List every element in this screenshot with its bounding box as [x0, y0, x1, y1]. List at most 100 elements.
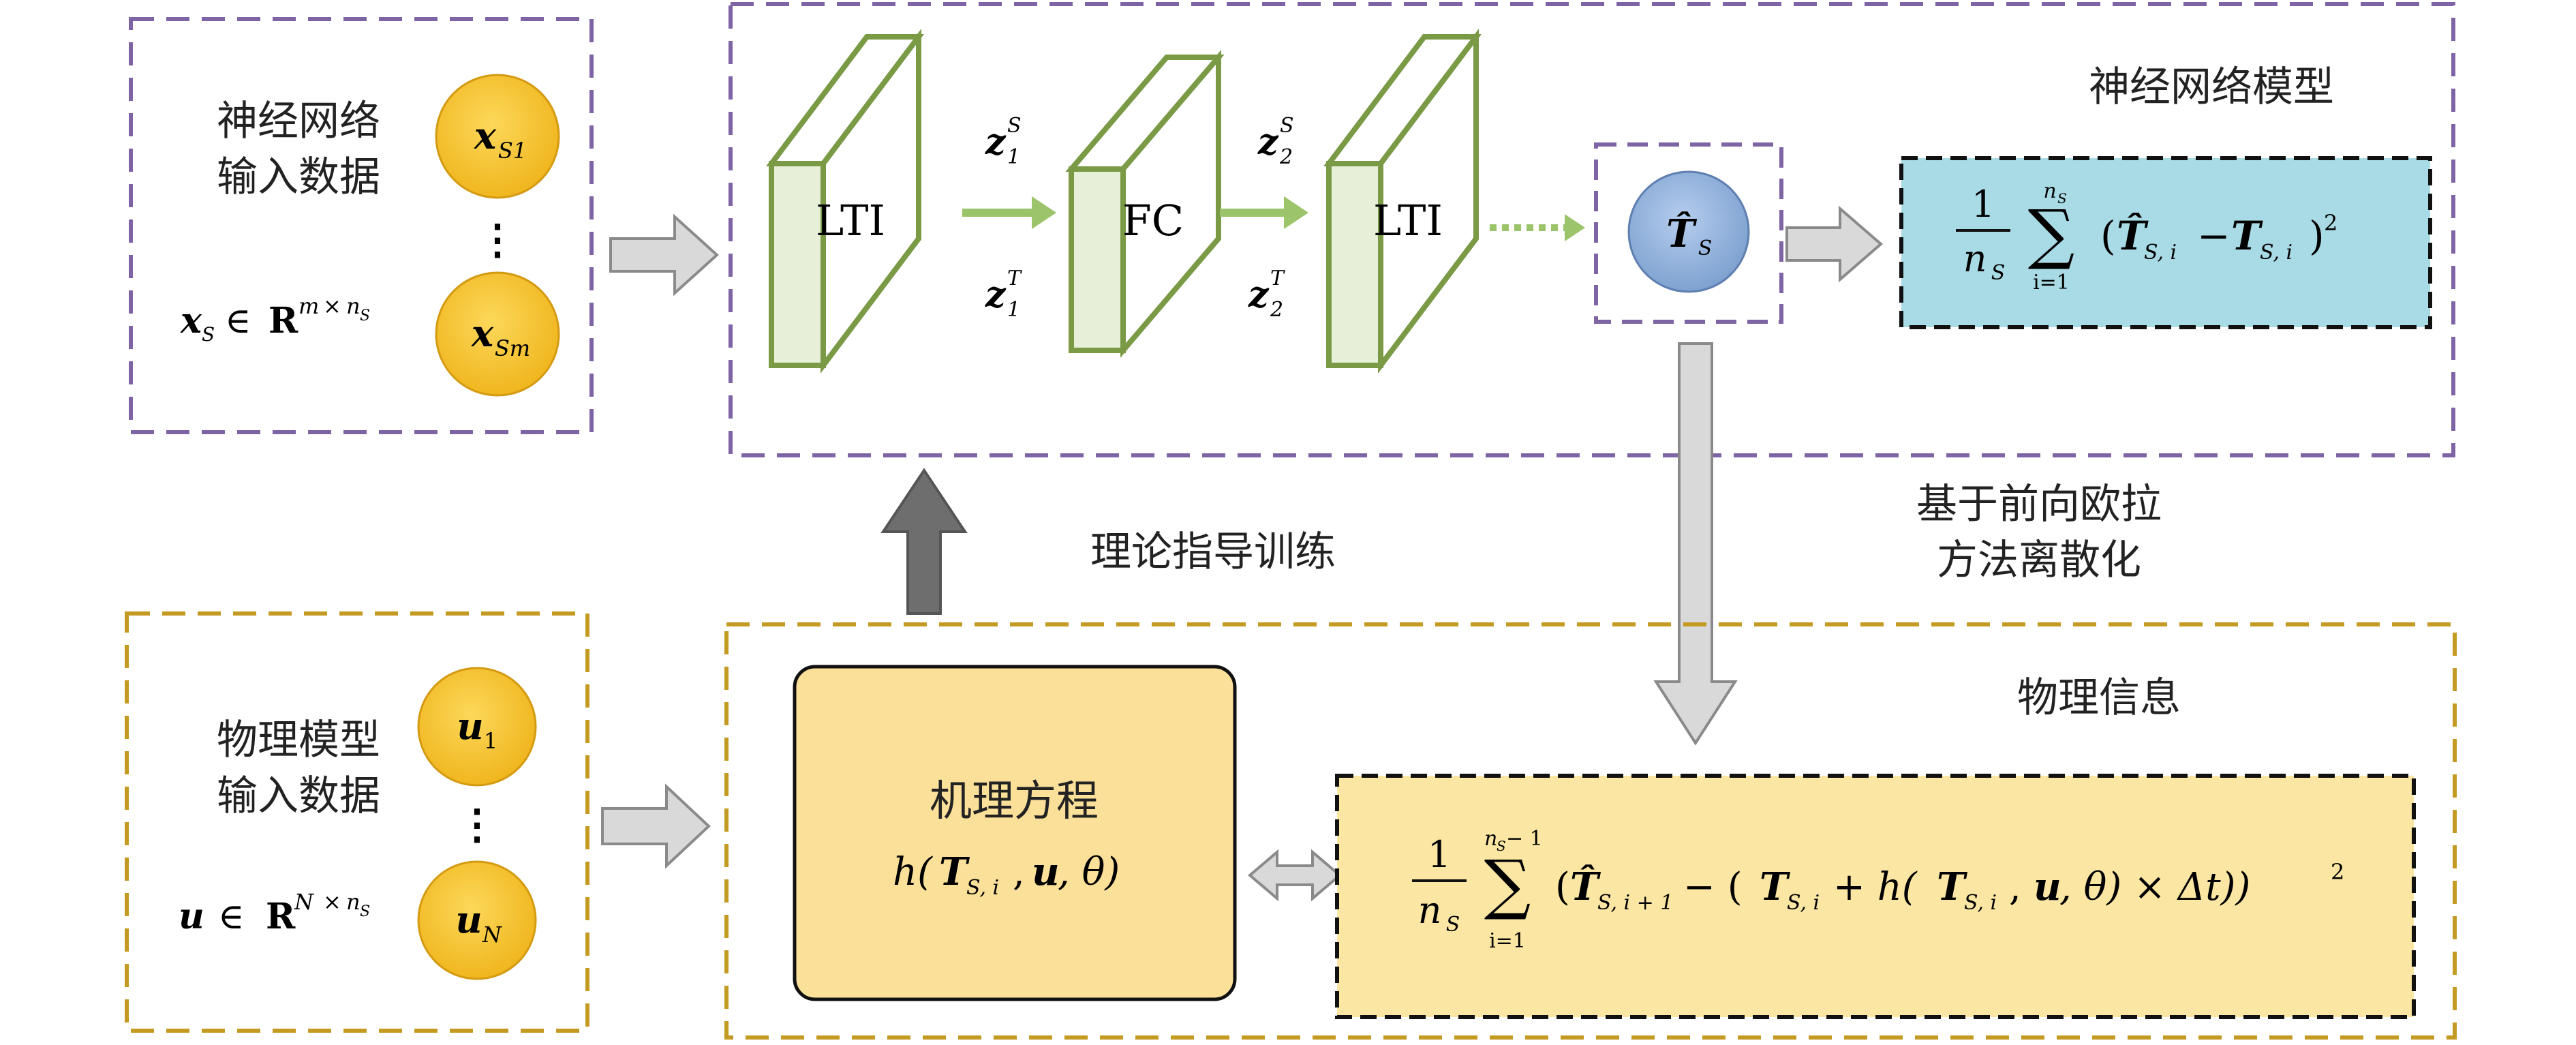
dim-x-var: x — [180, 300, 202, 342]
physics-input-box — [125, 611, 589, 1033]
neural-input-box — [129, 17, 594, 434]
ln-open: ( — [2100, 213, 2116, 259]
node-u1-var: u — [457, 704, 483, 748]
layer-fc: FC — [1065, 50, 1225, 358]
arrow-green-1-head — [1032, 196, 1056, 229]
loss-neural-formula: 1 n S n S ∑ i=1 ( T̂ S, i − T S, i ) 2 — [1956, 179, 2337, 294]
z1t-label: z 1 T — [985, 267, 1022, 322]
svg-text:T: T — [1007, 267, 1022, 290]
arrow-green-2-head — [1284, 196, 1308, 229]
pdim-in: ∈ — [218, 896, 245, 937]
physics-input-dots: ⋮ — [457, 801, 497, 849]
lp-t-sub: S, i — [1787, 891, 1820, 915]
ln-sum-upper-sub: S — [2057, 190, 2067, 207]
neural-input-dimension: x S ∈ R m × n S — [180, 293, 370, 346]
mechanism-box — [793, 665, 1237, 1001]
node-u1 — [417, 667, 537, 787]
lp-den: n — [1418, 889, 1442, 932]
svg-text:z: z — [985, 121, 1007, 163]
ln-sum: ∑ — [2028, 196, 2075, 272]
ln-t: T — [2231, 213, 2263, 259]
pdim-sup-times: × — [323, 889, 341, 915]
output-node-var: T̂ — [1666, 211, 1698, 256]
lp-u: u — [2034, 864, 2061, 909]
svg-text:n: n — [1484, 827, 1497, 851]
z2s-label: z 2 S — [1257, 114, 1294, 169]
mech-t: T — [939, 849, 970, 894]
dim-sup-m: m — [298, 293, 319, 319]
layer-lti-1-label: LTI — [816, 196, 885, 245]
ln-that-sub: S, i — [2144, 241, 2177, 264]
node-un — [417, 860, 537, 980]
svg-text:1: 1 — [1007, 145, 1020, 169]
lp-den-sub: S — [1446, 913, 1460, 937]
lp-comma: , — [2009, 865, 2021, 909]
svg-text:T: T — [1270, 267, 1285, 290]
mech-h: h( — [893, 850, 933, 894]
output-node — [1627, 170, 1750, 293]
physics-info-box — [724, 622, 2457, 1040]
z1s-label: z 1 S — [985, 114, 1022, 169]
label-euler-1: 基于前向欧拉 — [1916, 481, 2162, 528]
layer-lti-2-label: LTI — [1373, 196, 1443, 245]
mech-theta: , θ) — [1058, 850, 1120, 894]
dim-sup-times: × — [323, 293, 341, 319]
pdim-sup-n-sub: S — [360, 903, 370, 920]
output-box — [1594, 142, 1783, 324]
svg-text:S: S — [1007, 114, 1022, 138]
lp-sum-upper: n S − 1 — [1484, 827, 1543, 854]
physics-input-dimension: u ∈ R N × n S — [179, 889, 370, 937]
lp-sum: ∑ — [1484, 846, 1531, 922]
label-theory-guided: 理论指导训练 — [1090, 528, 1336, 576]
ln-t-sub: S, i — [2260, 241, 2293, 264]
layer-lti-1: LTI — [765, 29, 925, 374]
lp-plus: + h( — [1833, 865, 1918, 909]
ln-den-sub: S — [1991, 261, 2006, 285]
mech-u: u — [1032, 849, 1060, 894]
svg-text:z: z — [1248, 274, 1270, 316]
svg-text:S: S — [1280, 114, 1294, 138]
mech-comma: , — [1013, 850, 1025, 894]
node-xs1 — [435, 74, 560, 199]
arrow-euler-discretize — [1653, 342, 1738, 746]
lp-mid: − ( — [1683, 865, 1743, 909]
neural-input-dots: ⋮ — [477, 216, 518, 264]
node-xsm-sub: Sm — [495, 335, 530, 361]
mech-t-sub: S, i — [966, 876, 999, 900]
node-xs1-var: x — [474, 114, 497, 157]
ln-that: T̂ — [2117, 212, 2149, 259]
pdim-set: R — [266, 896, 296, 937]
node-un-var: u — [455, 898, 482, 941]
arrow-input-to-model — [609, 213, 719, 297]
layer-lti-2: LTI — [1323, 29, 1482, 374]
lp-tail: , θ) × Δt)) — [2059, 865, 2250, 909]
svg-text:z: z — [1257, 121, 1279, 163]
lp-t: T — [1760, 864, 1791, 909]
node-u1-sub: 1 — [484, 728, 497, 754]
physics-input-title-2: 输入数据 — [217, 772, 380, 820]
svg-text:S: S — [1497, 838, 1506, 854]
z2t-label: z 2 T — [1248, 267, 1285, 322]
neural-model-title: 神经网络模型 — [2089, 63, 2334, 111]
svg-text:z: z — [985, 274, 1007, 316]
pdim-sup-n: n — [346, 889, 361, 915]
svg-text:1: 1 — [1007, 298, 1020, 322]
dim-sup-n-sub: S — [360, 307, 370, 324]
neural-model-box — [729, 2, 2455, 457]
pdim-var: u — [179, 896, 204, 937]
lp-that-sub: S, i + 1 — [1597, 891, 1673, 915]
physics-info-title: 物理信息 — [2017, 674, 2181, 722]
ln-minus: − — [2197, 213, 2230, 259]
lp-num: 1 — [1428, 833, 1451, 876]
ln-sum-lower: i=1 — [2033, 271, 2070, 294]
arrow-double — [1247, 849, 1343, 902]
neural-input-title-1: 神经网络 — [217, 97, 380, 145]
lp-open: ( — [1555, 865, 1570, 909]
lp-sum-lower: i=1 — [1489, 929, 1526, 953]
lp-sq: 2 — [2331, 859, 2344, 885]
mechanism-formula: h( T S, i , u , θ) — [893, 849, 1120, 900]
node-xs1-sub: S1 — [498, 138, 527, 164]
physics-input-title-1: 物理模型 — [217, 716, 380, 764]
lp-t2-sub: S, i — [1964, 891, 1997, 915]
dim-x-sub: S — [202, 323, 215, 346]
